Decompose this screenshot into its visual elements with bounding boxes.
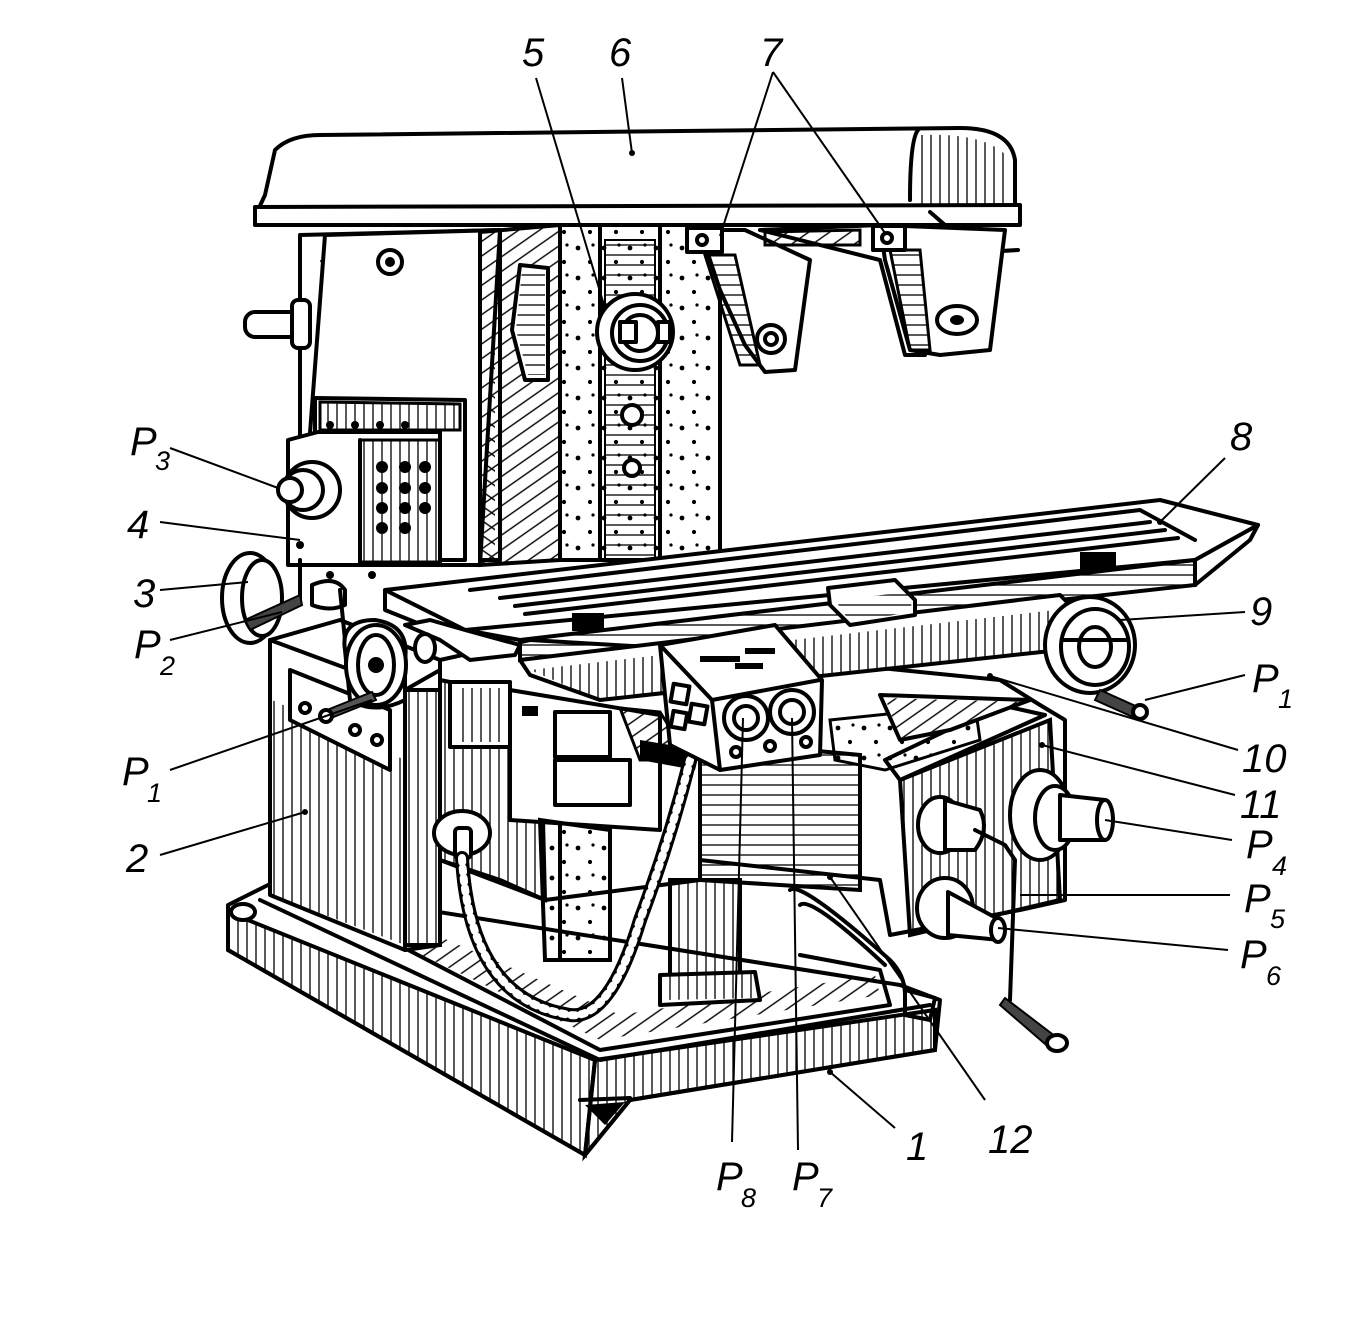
callout-11: 11 <box>1240 783 1282 827</box>
label-p7: P 7 <box>792 1155 833 1213</box>
callout-labels: 5 6 7 8 9 10 11 4 3 2 1 12 <box>125 31 1287 1169</box>
svg-text:P: P <box>792 1155 819 1199</box>
callout-1: 1 <box>906 1125 928 1169</box>
svg-text:P: P <box>1240 933 1267 977</box>
svg-text:P: P <box>1252 657 1279 701</box>
svg-text:P: P <box>130 420 157 464</box>
svg-text:7: 7 <box>817 1183 833 1213</box>
svg-text:P: P <box>716 1155 743 1199</box>
label-p5: P 5 <box>1244 877 1286 934</box>
label-p8: P 8 <box>716 1155 756 1213</box>
electric-cable <box>432 753 697 1023</box>
svg-text:1: 1 <box>1278 684 1293 714</box>
label-p1-left: P 1 <box>122 750 162 808</box>
label-p4: P 4 <box>1246 823 1287 881</box>
svg-text:P: P <box>1244 877 1271 921</box>
callout-7: 7 <box>760 31 784 75</box>
handwheel-left <box>220 551 408 724</box>
label-p1-right: P 1 <box>1252 657 1293 714</box>
svg-text:P: P <box>134 623 161 667</box>
callout-8: 8 <box>1230 415 1253 459</box>
knee-controls <box>915 768 1115 1053</box>
svg-text:5: 5 <box>1270 904 1286 934</box>
callout-2: 2 <box>125 837 148 881</box>
callout-12: 12 <box>988 1118 1033 1162</box>
arbor-supports <box>685 223 1007 374</box>
handwheel-right <box>1043 595 1149 721</box>
svg-text:8: 8 <box>741 1183 756 1213</box>
work-table <box>383 498 1260 702</box>
callout-10: 10 <box>1242 737 1287 781</box>
svg-text:3: 3 <box>155 446 170 476</box>
feed-control-box <box>658 623 824 772</box>
callout-9: 9 <box>1250 590 1272 634</box>
handle-labels: P 3 P 2 P 1 P 1 P 4 P 5 P 6 P 8 <box>122 420 1293 1213</box>
label-p6: P 6 <box>1240 933 1282 991</box>
callout-4: 4 <box>127 503 149 547</box>
svg-text:2: 2 <box>159 651 175 681</box>
svg-text:P: P <box>1246 823 1273 867</box>
label-p2: P 2 <box>134 623 175 681</box>
callout-3: 3 <box>133 572 155 616</box>
leader-lines <box>159 71 1246 1151</box>
svg-text:4: 4 <box>1272 851 1287 881</box>
callout-6: 6 <box>609 31 632 75</box>
svg-text:P: P <box>122 750 149 794</box>
spindle <box>595 292 675 372</box>
callout-5: 5 <box>522 31 545 75</box>
label-p3: P 3 <box>130 420 170 476</box>
svg-text:6: 6 <box>1266 961 1282 991</box>
svg-text:1: 1 <box>147 778 162 808</box>
speed-gearbox <box>276 396 467 642</box>
